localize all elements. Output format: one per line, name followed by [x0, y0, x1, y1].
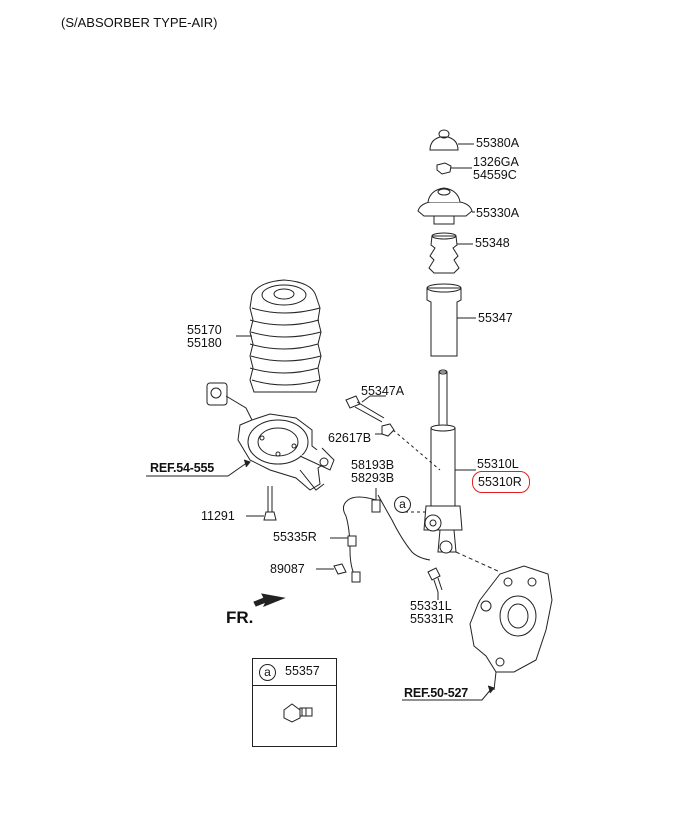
part-label-62617B[interactable]: 62617B: [328, 431, 372, 445]
air-spring-55170-icon: [236, 279, 322, 393]
part-label-58193B[interactable]: 58193B: [351, 458, 395, 472]
part-label-55330A[interactable]: 55330A: [476, 206, 520, 220]
bolt-55331-icon: [427, 567, 443, 600]
part-label-55331L[interactable]: 55331L: [410, 599, 452, 613]
legend-letter-badge: a: [259, 664, 276, 681]
part-label-55331R[interactable]: 55331R: [410, 612, 454, 626]
part-label-1326GA[interactable]: 1326GA: [473, 155, 519, 169]
bump-stop-55348-icon: [428, 232, 473, 274]
part-label-55170[interactable]: 55170: [187, 323, 222, 337]
part-label-55380A[interactable]: 55380A: [476, 136, 520, 150]
nut-62617B-icon: [375, 423, 441, 471]
part-label-group-air-spring: 55170 55180: [187, 324, 222, 350]
nut-1326GA-icon: [436, 162, 472, 175]
highlighted-part-55310R[interactable]: 55310R: [472, 471, 530, 493]
front-direction-label: FR.: [226, 608, 254, 627]
reference-label-left[interactable]: REF.54-555: [150, 461, 215, 475]
bolt-11291-icon: [246, 486, 277, 521]
part-label-54559C[interactable]: 54559C: [473, 168, 517, 182]
sensor-cable-55335R-icon: [330, 496, 377, 583]
part-label-55310R[interactable]: 55310R: [478, 475, 522, 489]
part-label-55310L[interactable]: 55310L: [477, 457, 519, 471]
part-label-group-hose: 58193B 58293B: [351, 459, 394, 485]
legend-header: a 55357: [253, 659, 336, 686]
diagram-title: (S/ABSORBER TYPE-AIR): [61, 15, 218, 30]
legend-part-label[interactable]: 55357: [285, 664, 320, 678]
clip-89087-icon: [316, 563, 347, 575]
lower-control-arm-icon: [206, 382, 335, 491]
front-arrow-icon: [253, 593, 286, 607]
cap-55380A-icon: [429, 129, 474, 151]
part-label-58293B[interactable]: 58293B: [351, 471, 395, 485]
part-label-group-nut: 1326GA 54559C: [473, 156, 519, 182]
part-label-11291[interactable]: 11291: [201, 509, 235, 523]
mount-55330A-icon: [417, 187, 475, 225]
knuckle-icon: [455, 551, 553, 691]
callout-a-badge: a: [394, 496, 411, 513]
dust-cover-55347-icon: [426, 283, 476, 357]
part-label-55347[interactable]: 55347: [478, 311, 513, 325]
part-label-55335R[interactable]: 55335R: [273, 530, 317, 544]
part-label-55347A[interactable]: 55347A: [361, 384, 405, 398]
part-label-group-bolt: 55331L 55331R: [410, 600, 454, 626]
legend-box: a 55357: [252, 658, 337, 747]
reference-label-bottom[interactable]: REF.50-527: [404, 686, 469, 700]
part-label-89087[interactable]: 89087: [270, 562, 305, 576]
bolt-55347A-icon: [345, 395, 386, 423]
part-label-55348[interactable]: 55348: [475, 236, 510, 250]
legend-bolt-icon: [283, 703, 313, 723]
shock-absorber-55310-icon: [423, 369, 476, 554]
part-label-55180[interactable]: 55180: [187, 336, 222, 350]
